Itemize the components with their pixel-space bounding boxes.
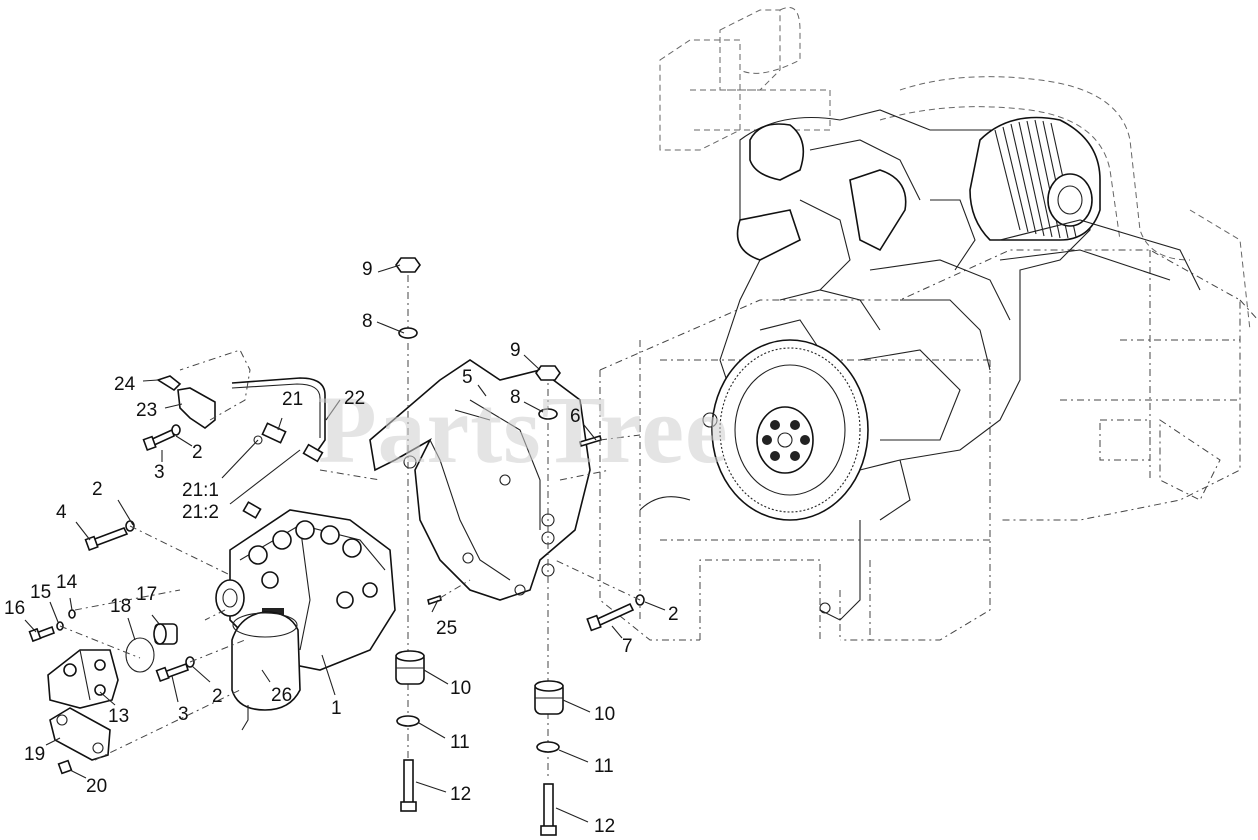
callout-9: 9	[510, 340, 521, 361]
callout-21-2: 21:2	[182, 502, 219, 523]
callout-22: 22	[344, 388, 365, 409]
leader-lines	[24, 264, 666, 823]
callout-2: 2	[92, 479, 103, 500]
coupler	[153, 623, 178, 645]
hex-bolt	[155, 662, 190, 683]
engine-frame-assembly	[599, 7, 1258, 641]
callout-15: 15	[30, 582, 51, 603]
callout-24: 24	[114, 374, 136, 395]
hydraulic-pump	[215, 509, 396, 731]
hex-bolt	[28, 625, 56, 643]
callout-5: 5	[462, 367, 473, 388]
stud	[427, 594, 442, 606]
callout-16: 16	[4, 598, 25, 619]
callout-13: 13	[108, 706, 129, 727]
washer	[536, 741, 560, 753]
callout-21-1: 21:1	[182, 480, 219, 501]
callout-14: 14	[56, 572, 78, 593]
callout-3: 3	[154, 462, 165, 483]
watermark-text: PartsTree	[318, 376, 729, 483]
callout-labels: 1 2 2 2 2 3 3 4 5 6 7 8 8 9 9 10 10 11 1…	[4, 259, 679, 837]
callout-9: 9	[362, 259, 373, 280]
callout-2: 2	[668, 604, 679, 625]
mount-bolt	[540, 783, 557, 836]
hex-bolt	[142, 428, 175, 452]
flywheel	[711, 339, 869, 521]
tube-clamp	[156, 375, 182, 392]
callout-6: 6	[570, 406, 581, 427]
o-ring	[125, 637, 155, 673]
gear-pump	[47, 649, 119, 709]
callout-1: 1	[331, 698, 342, 719]
washer	[171, 424, 181, 436]
hydraulic-tube	[231, 377, 326, 519]
callout-19: 19	[24, 744, 45, 765]
callout-2: 2	[212, 686, 223, 707]
callout-7: 7	[622, 636, 633, 657]
callout-12: 12	[450, 784, 471, 805]
callout-3: 3	[178, 704, 189, 725]
callout-8: 8	[362, 311, 373, 332]
callout-25: 25	[436, 618, 457, 639]
flange-nut	[395, 257, 421, 273]
callout-18: 18	[110, 596, 131, 617]
callout-17: 17	[136, 584, 157, 605]
air-cleaner	[969, 116, 1101, 241]
rubber-isolator	[534, 680, 564, 715]
rubber-isolator	[395, 650, 425, 685]
callout-10: 10	[450, 678, 471, 699]
washer	[396, 715, 420, 727]
washer	[538, 408, 558, 420]
washer	[398, 327, 418, 339]
callout-11: 11	[450, 732, 470, 753]
callout-10: 10	[594, 704, 615, 725]
callout-12: 12	[594, 816, 615, 837]
tube-bracket	[177, 387, 216, 429]
callout-2: 2	[192, 442, 203, 463]
hex-bolt	[84, 526, 129, 552]
callout-23: 23	[136, 400, 157, 421]
hex-bolt	[586, 602, 635, 632]
mount-bolt	[400, 759, 417, 812]
callout-8: 8	[510, 387, 521, 408]
washer	[68, 609, 76, 619]
callout-26: 26	[271, 685, 292, 706]
callout-20: 20	[86, 776, 107, 797]
callout-11: 11	[594, 756, 614, 777]
callout-21: 21	[282, 389, 303, 410]
flange-nut	[535, 365, 561, 381]
hex-bolt	[57, 759, 73, 775]
callout-4: 4	[56, 502, 67, 523]
